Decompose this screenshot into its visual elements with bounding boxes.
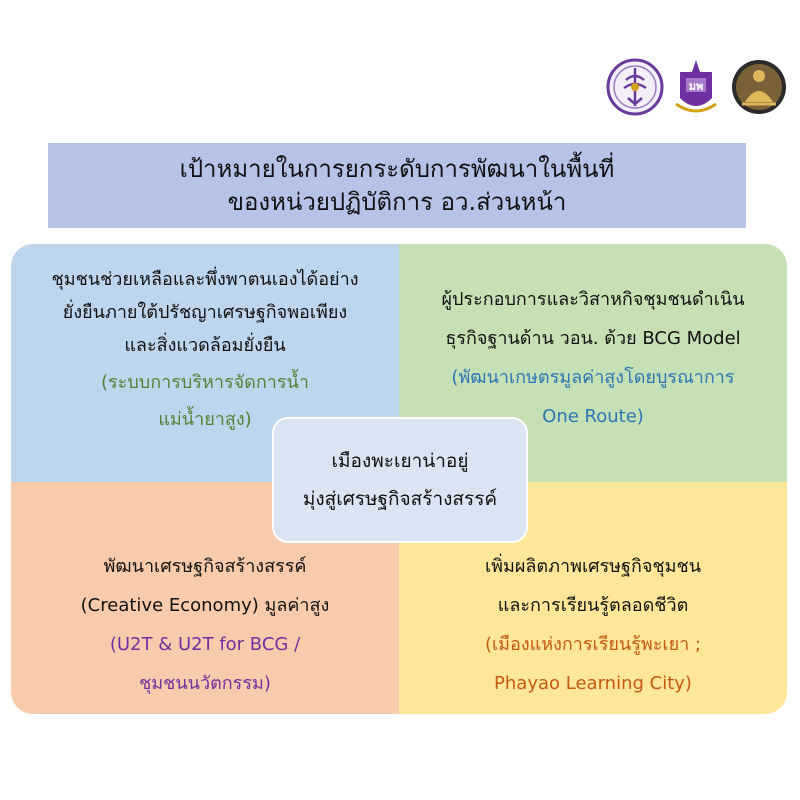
quadrant-note-line: (พัฒนาเกษตรมูลค่าสูงโดยบูรณาการ [451,367,735,388]
center-line-1: เมืองพะเยาน่าอยู่ [331,450,469,472]
quadrant-note-line: One Route) [542,406,644,427]
goal-header: เป้าหมายในการยกระดับการพัฒนาในพื้นที่ ขอ… [48,143,746,228]
svg-text:มพ: มพ [689,80,704,93]
header-line-2: ของหน่วยปฏิบัติการ อว.ส่วนหน้า [227,187,567,216]
quadrant-note-line: (ระบบการบริหารจัดการน้ำ [101,372,309,393]
quadrant-note-line: (U2T & U2T for BCG / [109,634,301,655]
quadrant-bcg-enterprise: ผู้ประกอบการและวิสาหกิจชุมชนดำเนิน ธุรกิ… [399,244,787,482]
header-line-1: เป้าหมายในการยกระดับการพัฒนาในพื้นที่ [179,154,615,183]
quadrant-text-line: ธุรกิจฐานด้าน วอน. ด้วย BCG Model [445,328,741,349]
quadrant-lifelong-learning: เพิ่มผลิตภาพเศรษฐกิจชุมชน และการเรียนรู้… [399,482,787,714]
quadrant-note-line: Phayao Learning City) [494,673,692,694]
quadrant-text-line: ยั่งยืนภายใต้ปรัชญาเศรษฐกิจพอเพียง [62,302,348,323]
university-emblem-icon [606,58,664,116]
quadrant-text-line: พัฒนาเศรษฐกิจสร้างสรรค์ [103,556,307,577]
center-line-2: มุ่งสู่เศรษฐกิจสร้างสรรค์ [302,488,498,510]
quadrant-text-line: ชุมชนช่วยเหลือและพึ่งพาตนเองได้อย่าง [51,269,359,290]
center-vision-box: เมืองพะเยาน่าอยู่ มุ่งสู่เศรษฐกิจสร้างสร… [272,417,528,543]
up-logo-icon: มพ [670,58,722,116]
quadrant-text-line: (Creative Economy) มูลค่าสูง [80,595,330,616]
quadrant-note-line: แม่น้ำยาสูง) [158,409,252,430]
quadrant-text-line: และสิ่งแวดล้อมยั่งยืน [124,335,286,356]
quadrant-text-line: และการเรียนรู้ตลอดชีวิต [497,595,689,616]
quadrant-note-line: ชุมชนนวัตกรรม) [139,673,271,694]
quadrant-community-sufficiency: ชุมชนช่วยเหลือและพึ่งพาตนเองได้อย่าง ยั่… [11,244,399,482]
quadrant-text-line: เพิ่มผลิตภาพเศรษฐกิจชุมชน [484,556,702,577]
logo-group: มพ [606,58,788,116]
quadrant-note-line: (เมืองแห่งการเรียนรู้พะเยา ; [484,634,702,655]
quadrant-text-line: ผู้ประกอบการและวิสาหกิจชุมชนดำเนิน [441,289,745,310]
buddha-seal-icon [730,58,788,116]
